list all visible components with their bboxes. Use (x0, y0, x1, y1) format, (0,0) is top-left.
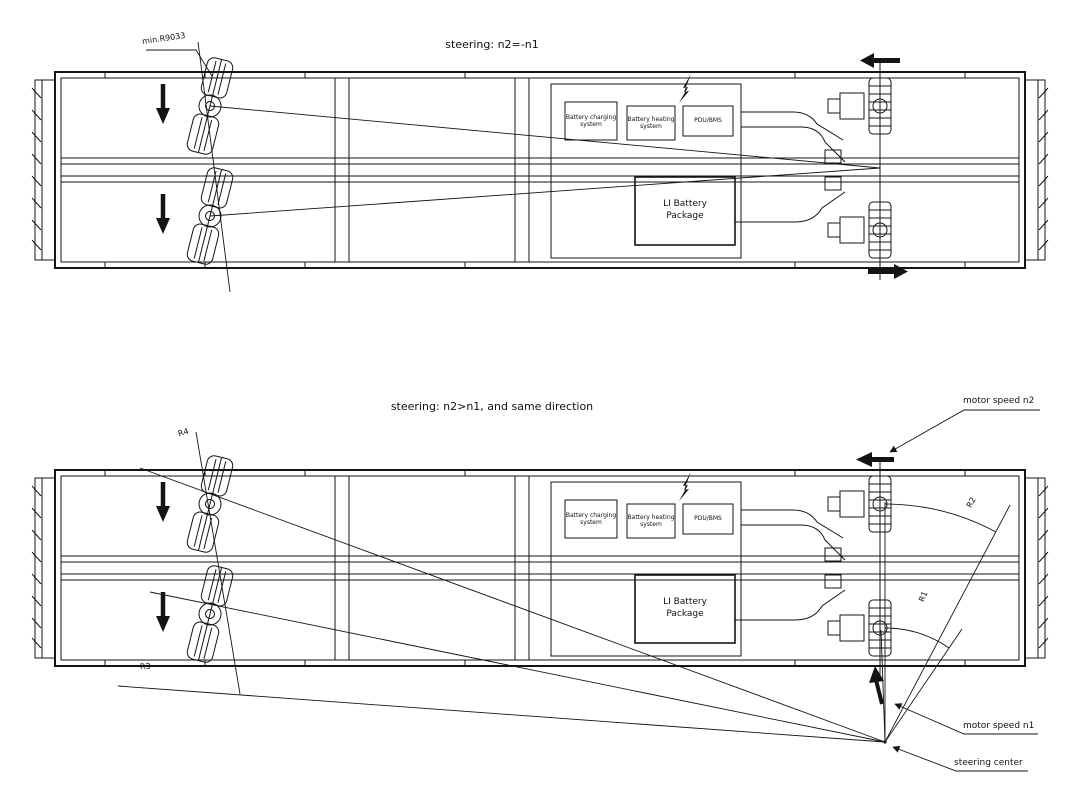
steer-axis-line (195, 431, 241, 695)
battery-heating-label: Battery heating system (627, 115, 675, 131)
steering-center-label: steering center (954, 758, 1023, 768)
up-motion-arrow (874, 679, 884, 705)
radius-r3-label: R3 (139, 661, 151, 672)
steering-center-point (883, 740, 887, 744)
left-motion-arrow-head (860, 53, 874, 68)
radius-line (209, 167, 881, 217)
motor-speed-n1-label: motor speed n1 (963, 721, 1035, 731)
pdu-bms-label: PDU/BMS (694, 117, 722, 125)
top-diagram-title: steering: n2=-n1 (445, 38, 539, 51)
pdu-bms-label: PDU/BMS (694, 515, 722, 523)
steering-center-leader (892, 745, 1028, 772)
bottom-chassis-drawing (32, 454, 1048, 678)
right-motion-arrow-head (894, 264, 908, 279)
radius-line (209, 105, 881, 169)
li-battery-label: LI Battery Package (663, 199, 707, 221)
battery-charging-label: Battery charging system (565, 113, 617, 129)
motor-n2-leader (889, 409, 1040, 453)
min-radius-leader (146, 49, 213, 77)
steer-axis-line (197, 41, 231, 293)
left-motion-arrow-head (856, 452, 872, 467)
left-motion-arrow (874, 58, 900, 63)
radius-line-r3 (117, 685, 886, 743)
radius-line (880, 629, 886, 743)
left-motion-arrow (872, 457, 894, 462)
radius-line-r2 (884, 504, 1011, 743)
li-battery-label: LI Battery Package (663, 597, 707, 619)
right-motion-arrow (868, 269, 894, 274)
bottom-annotation-lines (117, 409, 1040, 772)
motor-n1-leader (894, 703, 1038, 735)
radius-line-r1 (884, 628, 963, 743)
top-chassis-drawing (32, 56, 1048, 280)
r1-arc (884, 627, 950, 649)
battery-charging-label: Battery charging system (565, 511, 617, 527)
radius-line-r4 (139, 467, 886, 743)
top-annotation-lines (146, 41, 908, 293)
motor-speed-n2-label: motor speed n2 (963, 396, 1035, 406)
bottom-diagram-title: steering: n2>n1, and same direction (390, 400, 594, 413)
up-motion-arrow-head (869, 666, 884, 683)
battery-heating-label: Battery heating system (627, 513, 675, 529)
radius-line (149, 591, 886, 743)
r2-arc (884, 503, 997, 533)
